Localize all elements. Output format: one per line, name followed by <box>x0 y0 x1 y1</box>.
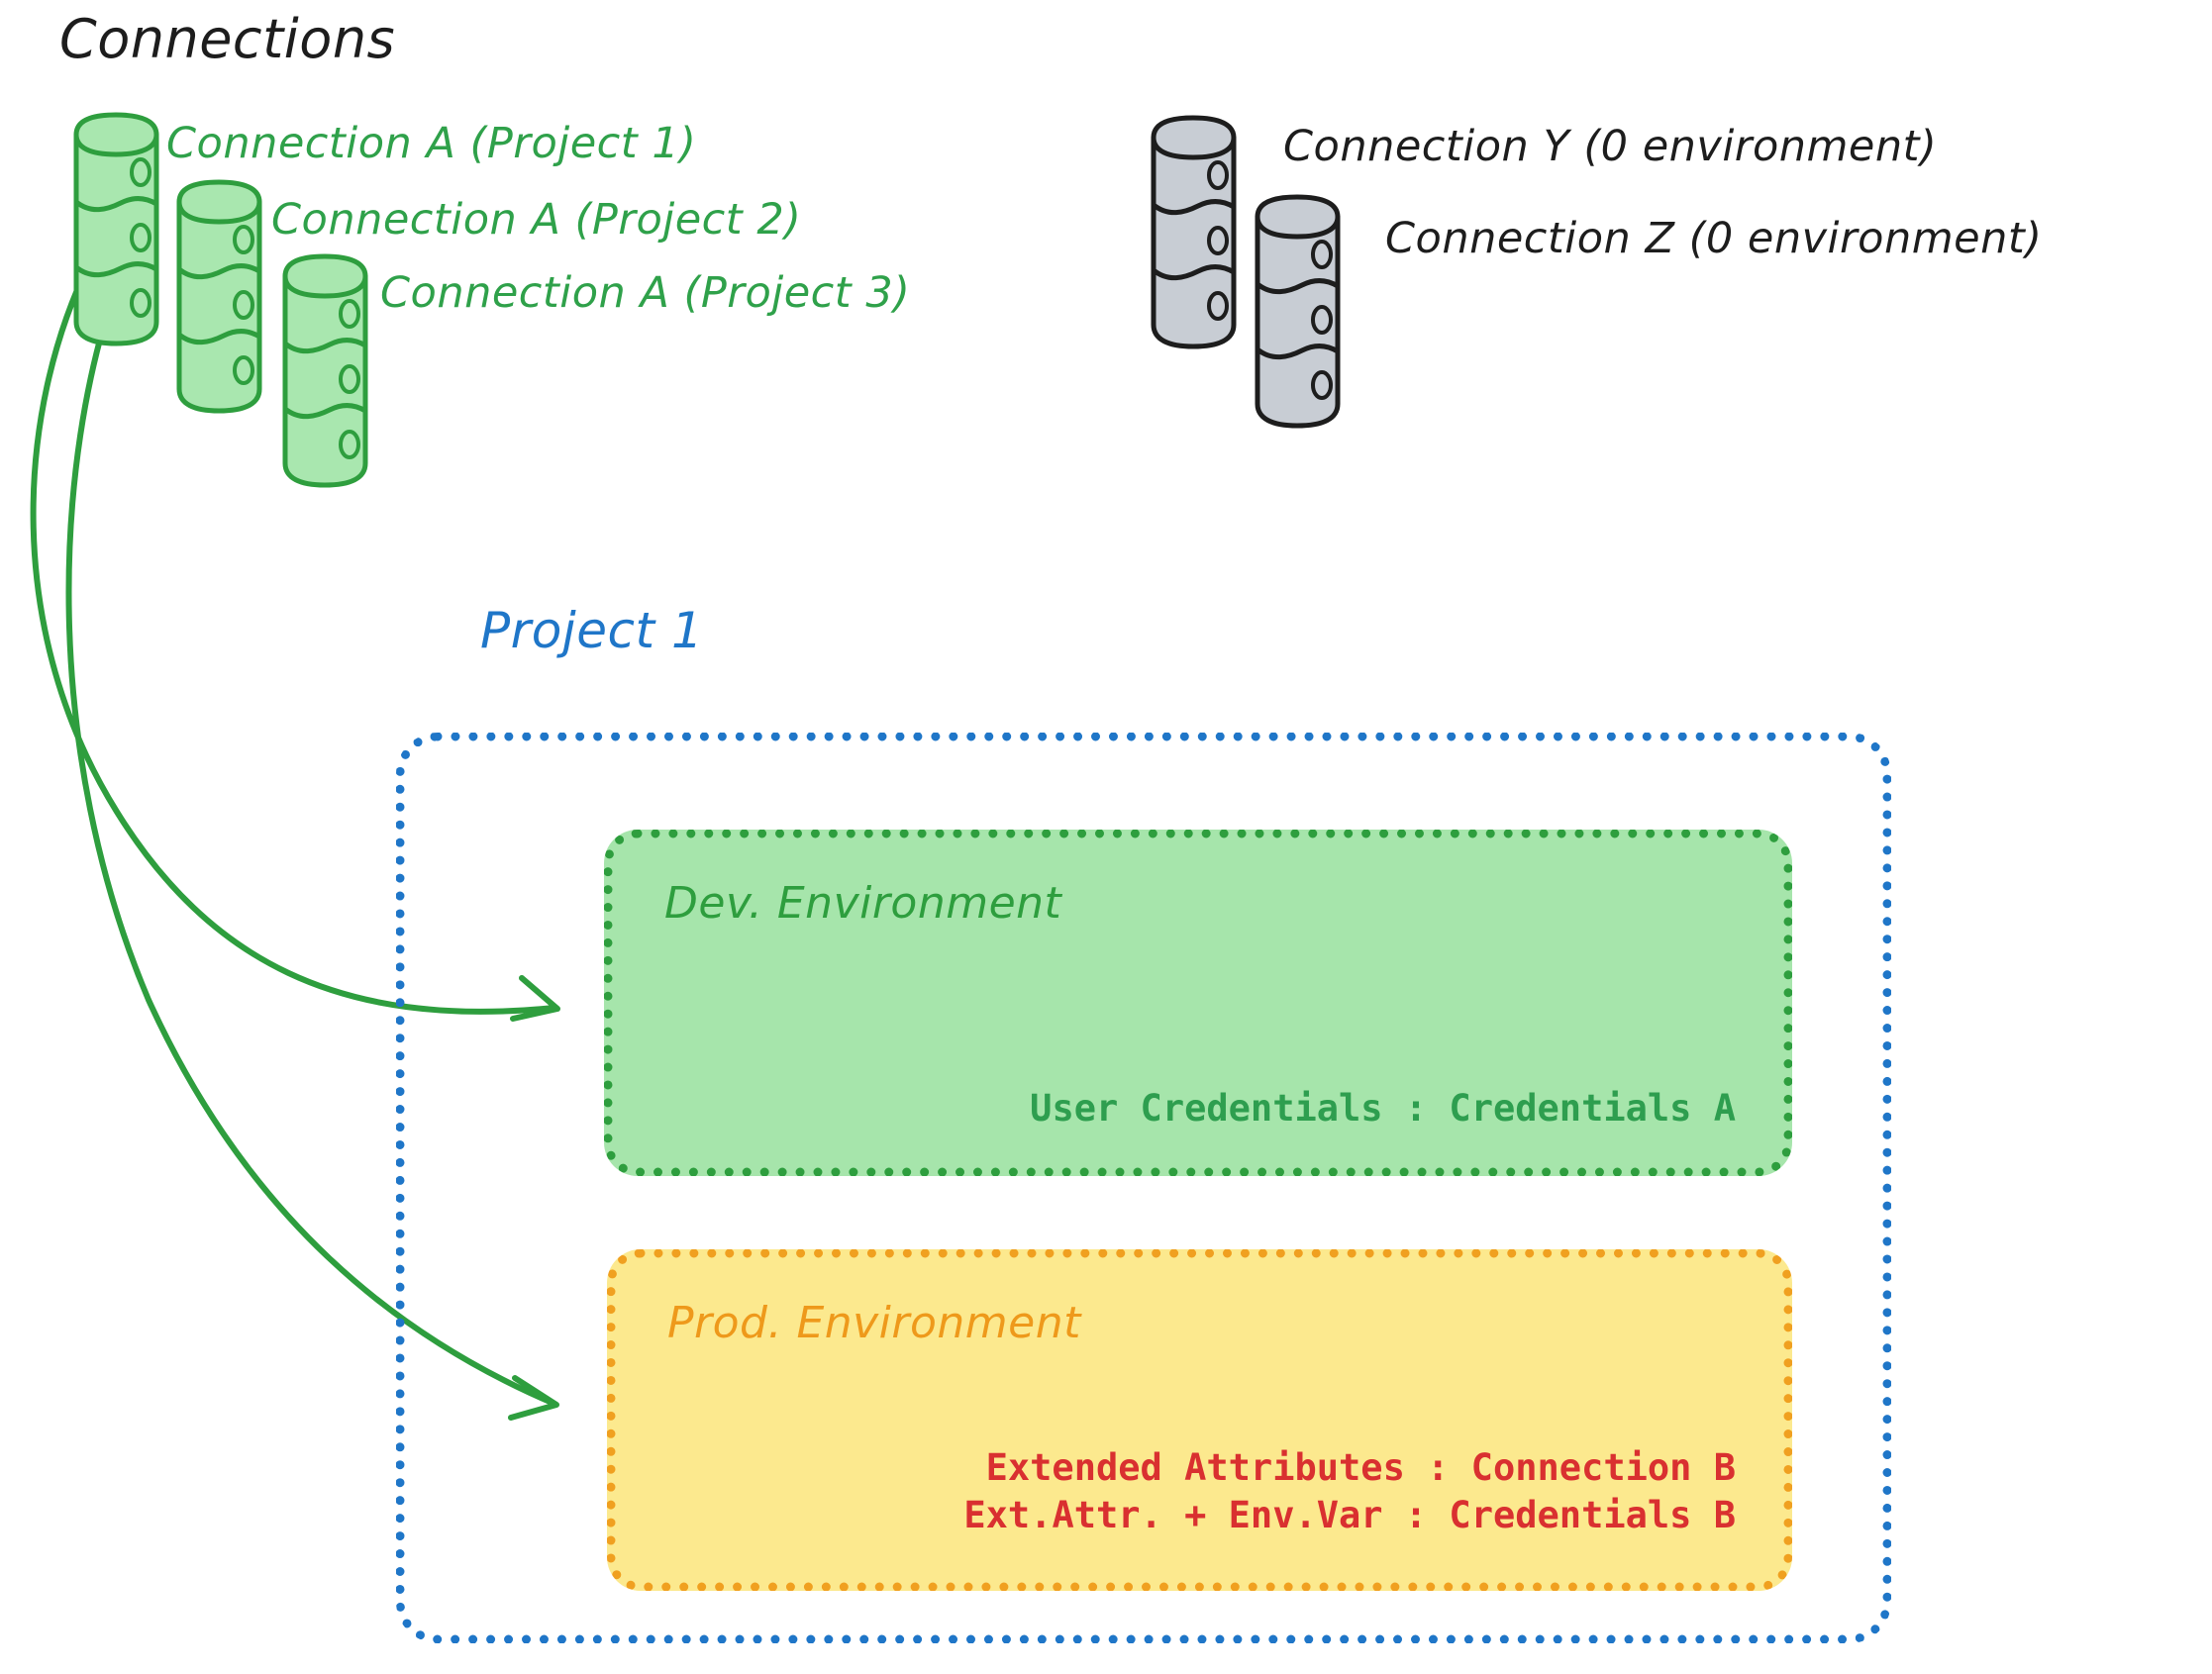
connection-label-a-project-2: Connection A (Project 2) <box>271 195 802 245</box>
dev-detail-line: User Credentials : Credentials A <box>1030 1086 1736 1130</box>
database-cylinder-icon <box>75 113 156 344</box>
connection-label-z: Connection Z (0 environment) <box>1385 214 2043 263</box>
prod-environment-details: Extended Attributes : Connection B Ext.A… <box>963 1444 1736 1538</box>
arrow-connection-a-to-dev <box>30 256 560 1022</box>
page-title: Connections <box>59 8 396 70</box>
prod-environment-title: Prod. Environment <box>667 1298 1081 1348</box>
database-cylinder-icon <box>284 254 365 485</box>
project-boundary <box>396 733 1891 1643</box>
connection-label-y: Connection Y (0 environment) <box>1283 122 1938 171</box>
connection-label-a-project-3: Connection A (Project 3) <box>380 268 911 318</box>
prod-detail-line: Ext.Attr. + Env.Var : Credentials B <box>963 1493 1736 1536</box>
dev-environment-details: User Credentials : Credentials A <box>1030 1085 1736 1132</box>
database-cylinder-icon <box>1257 195 1338 426</box>
dev-environment-title: Dev. Environment <box>664 878 1062 929</box>
database-cylinder-icon <box>178 180 259 411</box>
database-cylinder-icon <box>1153 116 1234 346</box>
dev-environment-box: Dev. Environment User Credentials : Cred… <box>604 830 1792 1176</box>
prod-detail-line: Extended Attributes : Connection B <box>985 1446 1736 1490</box>
project-title: Project 1 <box>480 602 704 659</box>
connection-label-a-project-1: Connection A (Project 1) <box>166 119 697 168</box>
prod-environment-box: Prod. Environment Extended Attributes : … <box>607 1249 1792 1591</box>
